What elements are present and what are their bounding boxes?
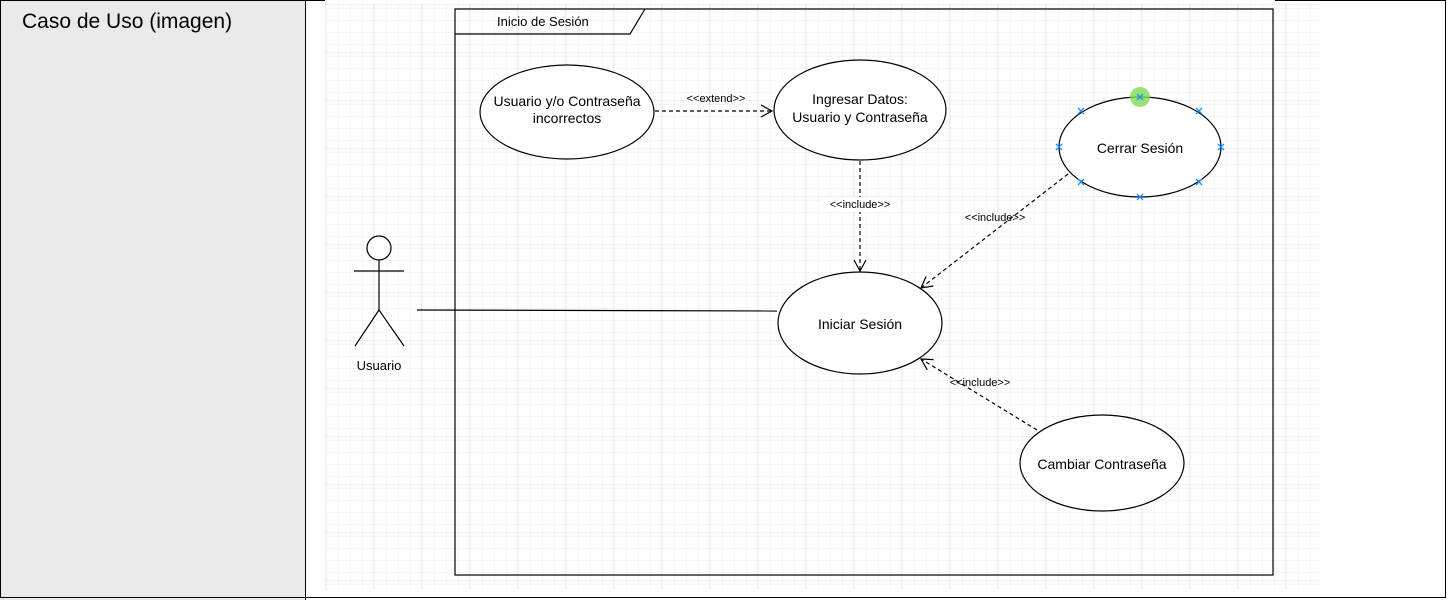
use-case-ingresar-datos-line2: Usuario y Contraseña [792, 109, 928, 125]
use-case-cambiar-contrasena-label: Cambiar Contraseña [1037, 456, 1166, 472]
actor-usuario[interactable]: Usuario [354, 235, 405, 373]
row-label-cell: Caso de Uso (imagen) [0, 0, 306, 600]
use-case-iniciar-sesion[interactable]: Iniciar Sesión [777, 271, 943, 375]
actor-head [366, 235, 392, 261]
use-case-usuario-incorrectos-line2: incorrectos [533, 110, 601, 126]
use-case-ingresar-datos-line1: Ingresar Datos: [812, 91, 908, 107]
system-boundary[interactable]: Inicio de Sesión [454, 8, 1274, 576]
relation-include-cerrar-sesion-label: <<include>> [965, 212, 1026, 224]
relation-include-cambiar-contrasena-label: <<include>> [950, 377, 1011, 389]
relation-include-ingresar-datos[interactable]: <<include>> [820, 161, 900, 273]
relation-extend-label: <<extend>> [687, 93, 746, 105]
use-case-cerrar-sesion[interactable]: Cerrar Sesión [1055, 87, 1225, 201]
use-case-usuario-incorrectos[interactable]: Usuario y/o Contraseña incorrectos [479, 64, 655, 160]
association-line[interactable] [416, 309, 778, 312]
relation-include-ingresar-datos-label-bg [820, 197, 900, 212]
relation-include-ingresar-datos-label: <<include>> [830, 199, 891, 211]
actor-label: Usuario [357, 358, 402, 373]
relation-include-cerrar-sesion[interactable]: <<include>> [920, 173, 1069, 289]
use-case-ingresar-datos[interactable]: Ingresar Datos: Usuario y Contraseña [773, 59, 947, 161]
actor-right-leg [378, 309, 405, 347]
use-case-cambiar-contrasena[interactable]: Cambiar Contraseña [1019, 414, 1185, 512]
relation-include-cambiar-contrasena[interactable]: <<include>> [919, 358, 1038, 431]
top-rule-left [0, 0, 325, 1]
use-case-cerrar-sesion-label: Cerrar Sesión [1097, 140, 1183, 156]
use-case-usuario-incorrectos-line1: Usuario y/o Contraseña [493, 93, 640, 109]
selection-handles[interactable] [1055, 93, 1225, 201]
frame-title-tab [455, 8, 646, 35]
actor-left-leg [354, 309, 380, 347]
row-label: Caso de Uso (imagen) [22, 10, 233, 33]
use-case-iniciar-sesion-label: Iniciar Sesión [818, 316, 902, 332]
relation-extend[interactable]: <<extend>> [655, 93, 774, 118]
top-rule-right [1275, 0, 1446, 1]
frame-title: Inicio de Sesión [497, 14, 589, 29]
